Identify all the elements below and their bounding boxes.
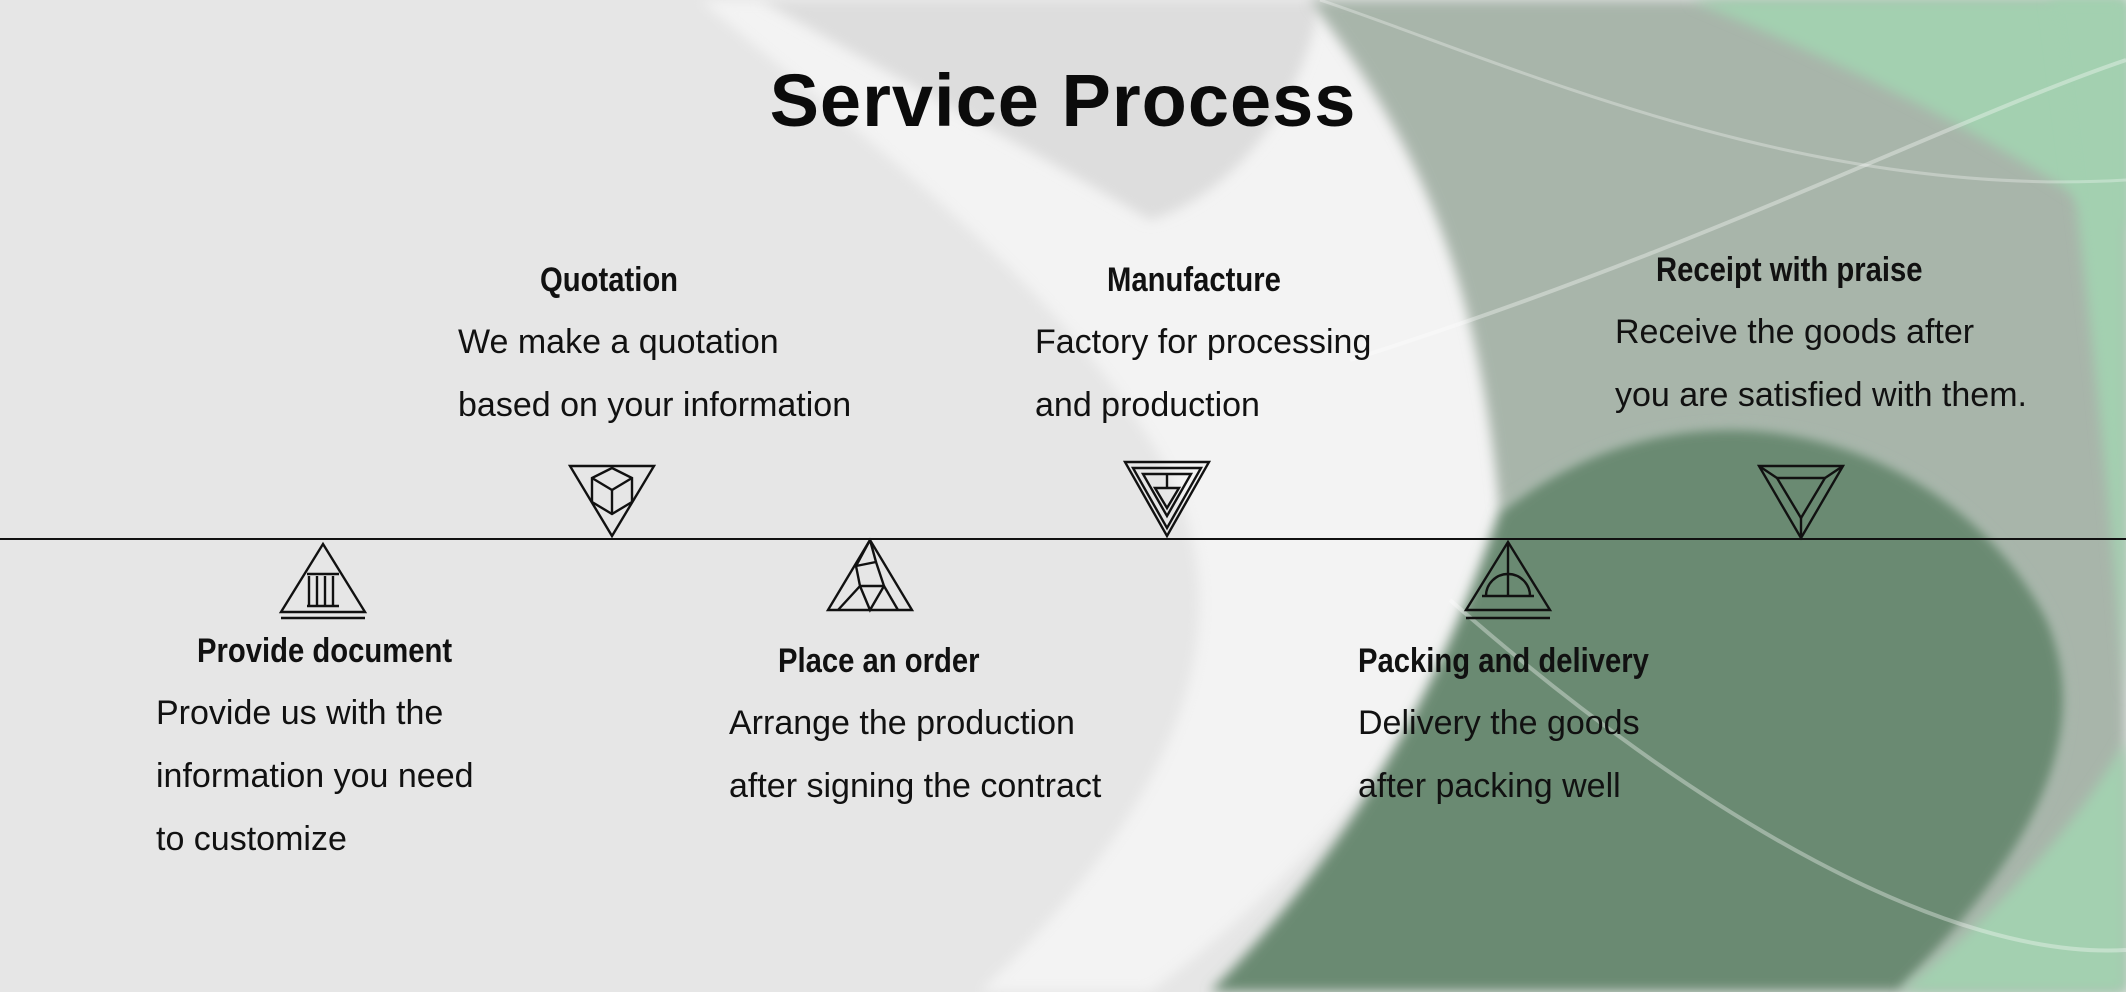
desc-line: Arrange the production bbox=[729, 704, 1075, 742]
step-description: Delivery the goods after packing well bbox=[1358, 692, 1640, 818]
step-description: We make a quotation based on your inform… bbox=[458, 311, 851, 437]
desc-line: after signing the contract bbox=[729, 767, 1102, 805]
columns-triangle-icon bbox=[277, 540, 369, 620]
desc-line: We make a quotation bbox=[458, 323, 779, 361]
desc-line: to customize bbox=[156, 820, 347, 858]
desc-line: information you need bbox=[156, 757, 474, 795]
step-description: Factory for processing and production bbox=[1035, 311, 1371, 437]
desc-line: Factory for processing bbox=[1035, 323, 1372, 361]
desc-line: based on your information bbox=[458, 386, 852, 424]
step-title: Provide document bbox=[197, 632, 453, 670]
step-title: Receipt with praise bbox=[1656, 251, 1923, 289]
desc-line: Receive the goods after bbox=[1615, 313, 1975, 351]
step-title: Quotation bbox=[540, 261, 679, 299]
step-title: Manufacture bbox=[1107, 261, 1281, 299]
step-description: Receive the goods after you are satisfie… bbox=[1615, 301, 2027, 427]
arch-triangle-icon bbox=[1462, 539, 1554, 620]
page-title: Service Process bbox=[769, 59, 1357, 142]
cube-triangle-icon bbox=[566, 458, 658, 539]
desc-line: Delivery the goods bbox=[1358, 704, 1640, 742]
desc-line: Provide us with the bbox=[156, 694, 444, 732]
inner-triangle-icon bbox=[1755, 460, 1847, 541]
step-title: Place an order bbox=[778, 642, 980, 680]
step-description: Arrange the production after signing the… bbox=[729, 692, 1101, 818]
nested-triangle-icon bbox=[1121, 458, 1213, 539]
timeline-line bbox=[0, 538, 2126, 540]
step-description: Provide us with the information you need… bbox=[156, 682, 474, 871]
crystal-triangle-icon bbox=[824, 536, 916, 616]
desc-line: you are satisfied with them. bbox=[1615, 376, 2027, 414]
step-title: Packing and delivery bbox=[1358, 642, 1649, 680]
desc-line: after packing well bbox=[1358, 767, 1621, 805]
desc-line: and production bbox=[1035, 386, 1260, 424]
